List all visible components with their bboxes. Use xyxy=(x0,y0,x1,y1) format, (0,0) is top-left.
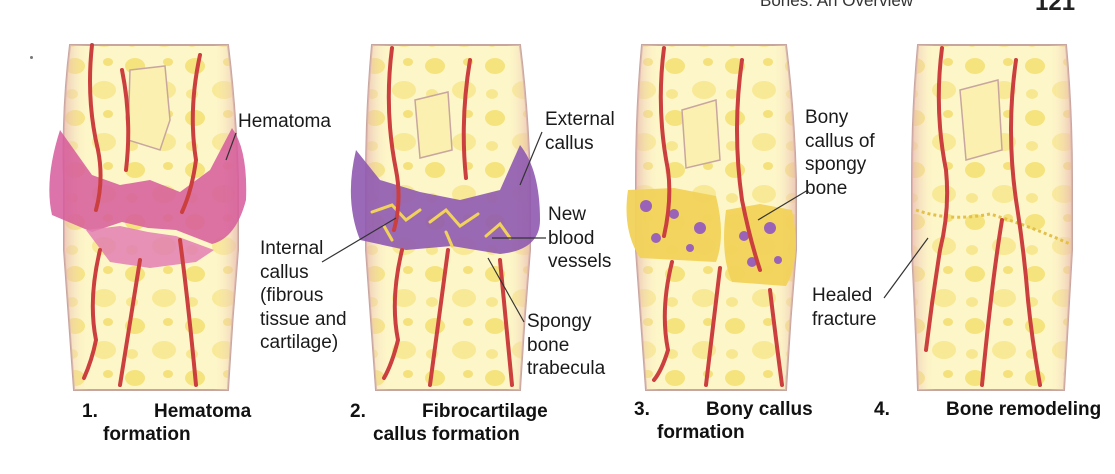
label-internal-callus: Internal callus (fibrous tissue and cart… xyxy=(260,237,347,355)
label-line: callus of xyxy=(805,130,875,154)
fracture-fragment xyxy=(415,92,452,158)
panel-4-remodeling-drawing xyxy=(884,45,1072,390)
caption-step-4: 4.Bone remodeling xyxy=(874,398,1101,421)
label-line: bone xyxy=(527,334,605,358)
label-hematoma: Hematoma xyxy=(238,110,331,134)
label-bony-callus: Bony callus of spongy bone xyxy=(805,106,875,200)
label-spongy-bone-trabecula: Spongy bone trabecula xyxy=(527,310,605,381)
label-line: blood xyxy=(548,227,611,251)
panel-3-bony-callus-drawing xyxy=(627,45,809,390)
label-healed-fracture: Healed fracture xyxy=(812,284,876,331)
step-title-line2: callus formation xyxy=(350,423,548,446)
label-new-blood-vessels: New blood vessels xyxy=(548,203,611,274)
label-line: (fibrous xyxy=(260,284,347,308)
label-line: Healed xyxy=(812,284,876,308)
label-line: Internal xyxy=(260,237,347,261)
remodeled-fragment xyxy=(960,80,1002,160)
step-number: 2. xyxy=(350,400,422,423)
label-external-callus: External callus xyxy=(545,108,615,155)
label-line: New xyxy=(548,203,611,227)
step-number: 1. xyxy=(82,400,154,423)
caption-step-3: 3.Bony callus formation xyxy=(634,398,813,444)
step-number: 3. xyxy=(634,398,706,421)
panel-1-hematoma-drawing xyxy=(49,45,246,390)
fracture-fragment xyxy=(682,100,720,168)
step-title: Hematoma xyxy=(154,401,251,422)
caption-step-2: 2.Fibrocartilage callus formation xyxy=(350,400,548,446)
label-line: fracture xyxy=(812,308,876,332)
label-line: vessels xyxy=(548,250,611,274)
bony-callus-left xyxy=(627,188,722,262)
label-line: tissue and xyxy=(260,308,347,332)
label-line: Hematoma xyxy=(238,110,331,134)
label-line: Spongy xyxy=(527,310,605,334)
step-title: Fibrocartilage xyxy=(422,401,548,422)
label-line: External xyxy=(545,108,615,132)
caption-step-1: 1.Hematoma formation xyxy=(82,400,251,446)
step-title: Bony callus xyxy=(706,399,813,420)
label-line: callus xyxy=(260,261,347,285)
step-title-line2: formation xyxy=(634,421,813,444)
label-line: bone xyxy=(805,177,875,201)
fracture-fragment xyxy=(128,66,170,150)
step-number: 4. xyxy=(874,398,946,421)
step-title-line2: formation xyxy=(82,423,251,446)
label-line: trabecula xyxy=(527,357,605,381)
label-line: spongy xyxy=(805,153,875,177)
label-line: Bony xyxy=(805,106,875,130)
panel-2-fibrocartilage-drawing xyxy=(322,45,546,390)
label-line: cartilage) xyxy=(260,331,347,355)
bony-callus-right xyxy=(724,204,796,286)
step-title: Bone remodeling xyxy=(946,399,1101,420)
label-line: callus xyxy=(545,132,615,156)
